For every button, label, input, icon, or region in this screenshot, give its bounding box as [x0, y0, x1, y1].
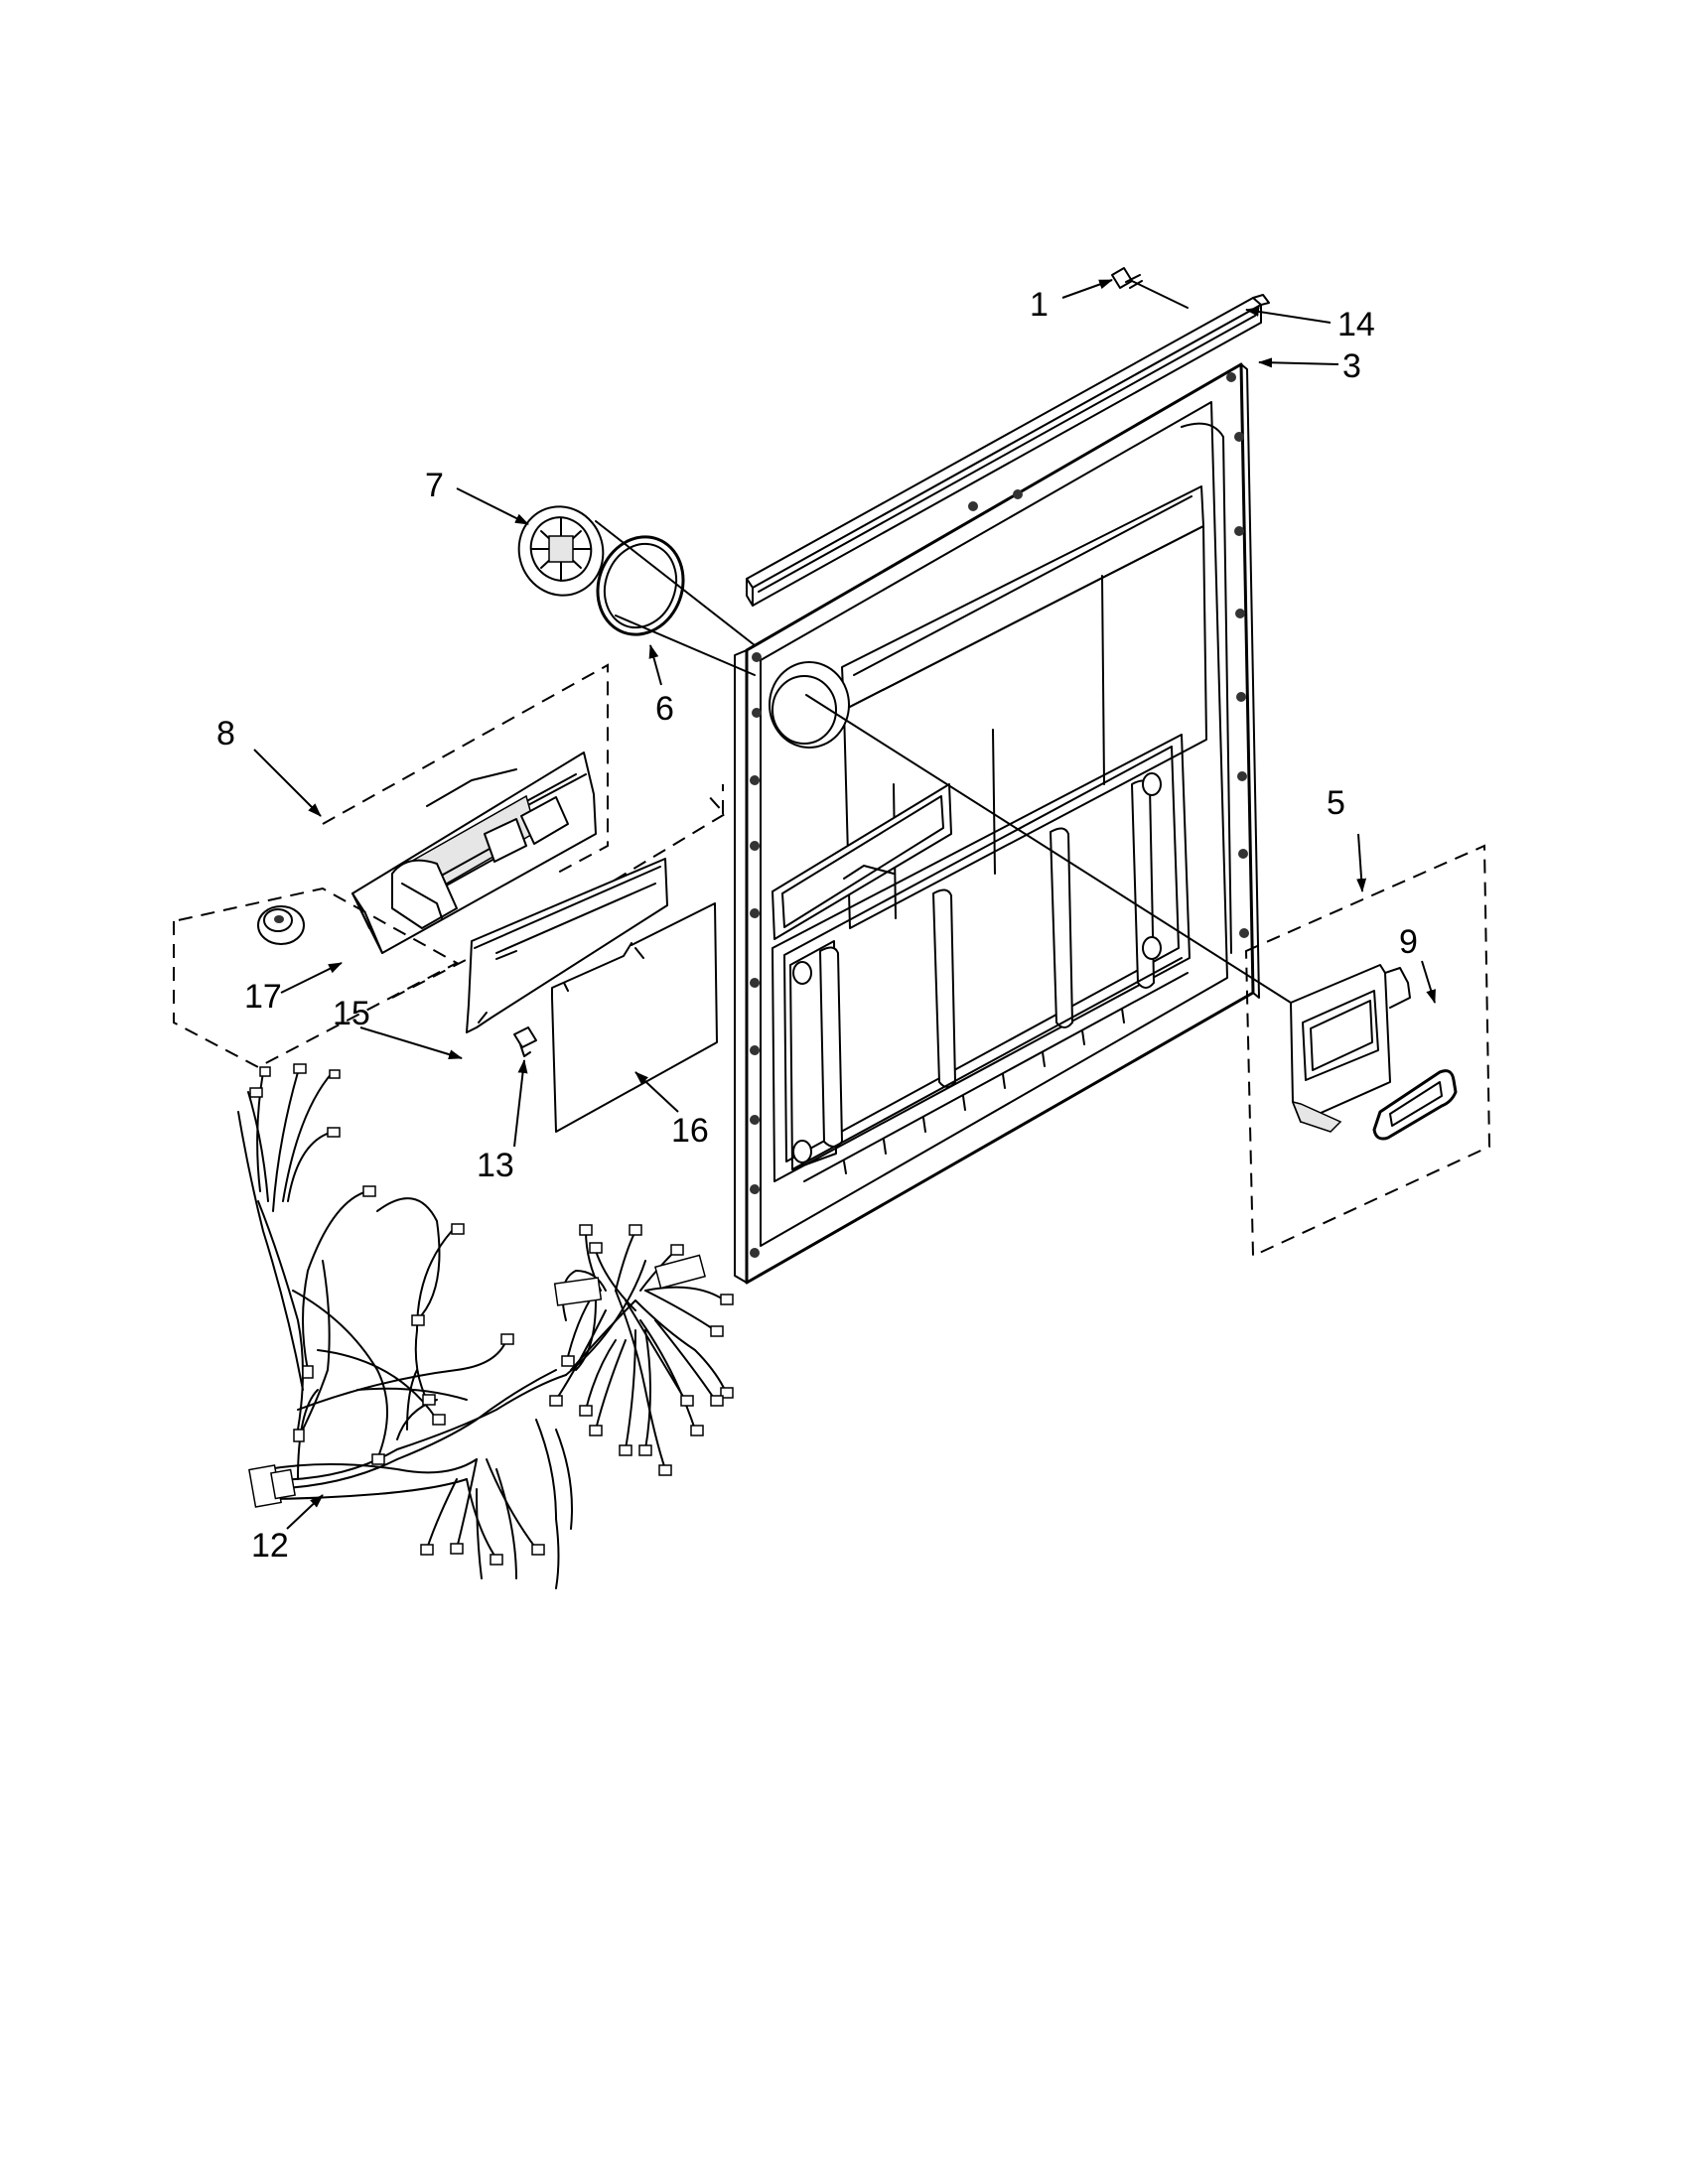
- dispenser-group-outline: [1244, 844, 1491, 1258]
- dispenser-assembly: [1290, 964, 1411, 1133]
- inner-door-panel: [734, 362, 1260, 1285]
- callout-16: 16: [671, 1112, 709, 1150]
- circuit-board: [466, 858, 668, 1033]
- mounting-screw: [513, 1026, 537, 1057]
- top-strip: [746, 294, 1270, 607]
- callout-1: 1: [1030, 286, 1049, 324]
- callout-labels: 1 14 3 7 6 8 5 9 17 15 16 13 12: [216, 286, 1418, 1565]
- wire-harness: [237, 1063, 734, 1589]
- callout-9: 9: [1399, 923, 1418, 961]
- callout-8: 8: [216, 715, 235, 752]
- callout-15: 15: [333, 995, 370, 1032]
- control-assembly: [322, 663, 609, 954]
- board-cover: [551, 902, 718, 1133]
- leader-lines: [253, 279, 1436, 1530]
- screw: [1111, 267, 1189, 309]
- vent-alignment-line: [595, 520, 756, 676]
- dispenser-seal: [1372, 1069, 1458, 1141]
- callout-5: 5: [1327, 784, 1345, 822]
- callout-12: 12: [251, 1527, 289, 1565]
- vent-cover: [517, 505, 605, 597]
- callout-13: 13: [477, 1147, 514, 1184]
- callout-6: 6: [655, 690, 674, 728]
- callout-17: 17: [244, 978, 282, 1016]
- dispenser-alignment-line: [805, 694, 1292, 1004]
- callout-7: 7: [425, 467, 444, 504]
- knob: [257, 905, 305, 945]
- callout-3: 3: [1342, 347, 1361, 385]
- callout-14: 14: [1337, 306, 1375, 343]
- vent-gasket: [596, 535, 685, 636]
